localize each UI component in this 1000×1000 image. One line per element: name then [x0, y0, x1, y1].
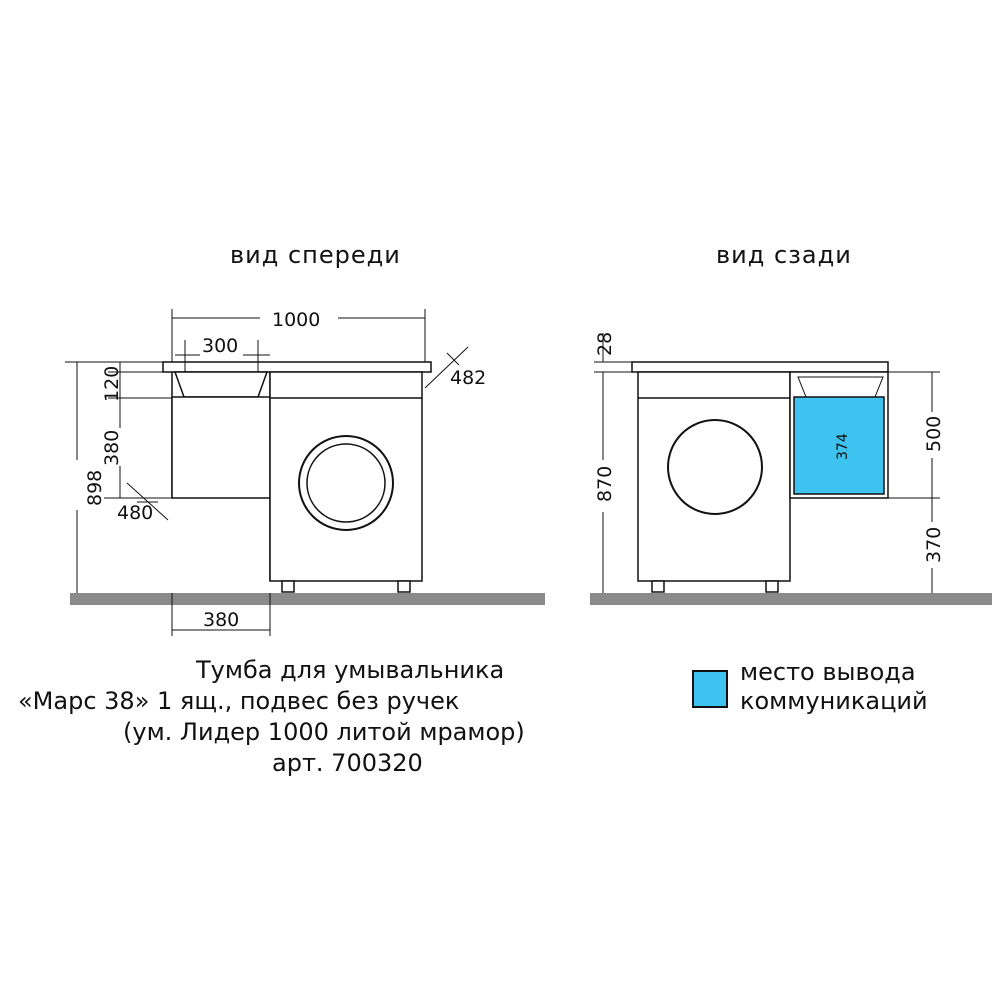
floor-front — [70, 593, 545, 605]
dim-comm-inner: 374 — [835, 433, 851, 460]
dim-drawer-depth: 480 — [117, 502, 153, 524]
legend-swatch — [692, 670, 728, 708]
back-view — [594, 333, 940, 593]
caption-line-1: Тумба для умывальника — [196, 656, 505, 684]
front-view-title: вид спереди — [230, 241, 401, 269]
back-countertop — [631, 361, 889, 373]
legend-text: место вывода коммуникаций — [740, 658, 928, 716]
dim-top-height: 120 — [101, 366, 123, 402]
legend-line-1: место вывода — [740, 658, 916, 686]
front-washing-machine — [269, 371, 423, 582]
dim-comm-height: 500 — [923, 416, 945, 452]
dim-top-thickness: 28 — [594, 332, 616, 356]
floor-back — [590, 593, 992, 605]
dim-total-height: 898 — [84, 470, 106, 506]
caption-line-2: «Марс 38» 1 ящ., подвес без ручек — [18, 687, 460, 715]
front-drawer — [171, 396, 271, 499]
front-basin — [173, 371, 269, 398]
dim-total-width: 1000 — [272, 309, 320, 331]
caption-line-4: арт. 700320 — [272, 749, 423, 777]
product-caption: Тумба для умывальника «Марс 38» 1 ящ., п… — [0, 655, 790, 779]
front-countertop — [162, 361, 432, 373]
dim-back-total-height: 870 — [594, 466, 616, 502]
back-view-title: вид сзади — [716, 241, 852, 269]
dim-bottom-width: 380 — [203, 609, 239, 631]
dim-depth-top: 482 — [450, 367, 486, 389]
dim-floor-gap: 370 — [923, 527, 945, 563]
legend-line-2: коммуникаций — [740, 687, 928, 715]
back-machine-door — [667, 419, 763, 515]
caption-line-3: (ум. Лидер 1000 литой мрамор) — [123, 718, 525, 746]
front-machine-door — [298, 435, 394, 531]
dim-basin-width: 300 — [202, 335, 238, 357]
front-view — [65, 309, 469, 636]
back-washing-machine — [637, 371, 791, 582]
dim-drawer-height: 380 — [101, 430, 123, 466]
